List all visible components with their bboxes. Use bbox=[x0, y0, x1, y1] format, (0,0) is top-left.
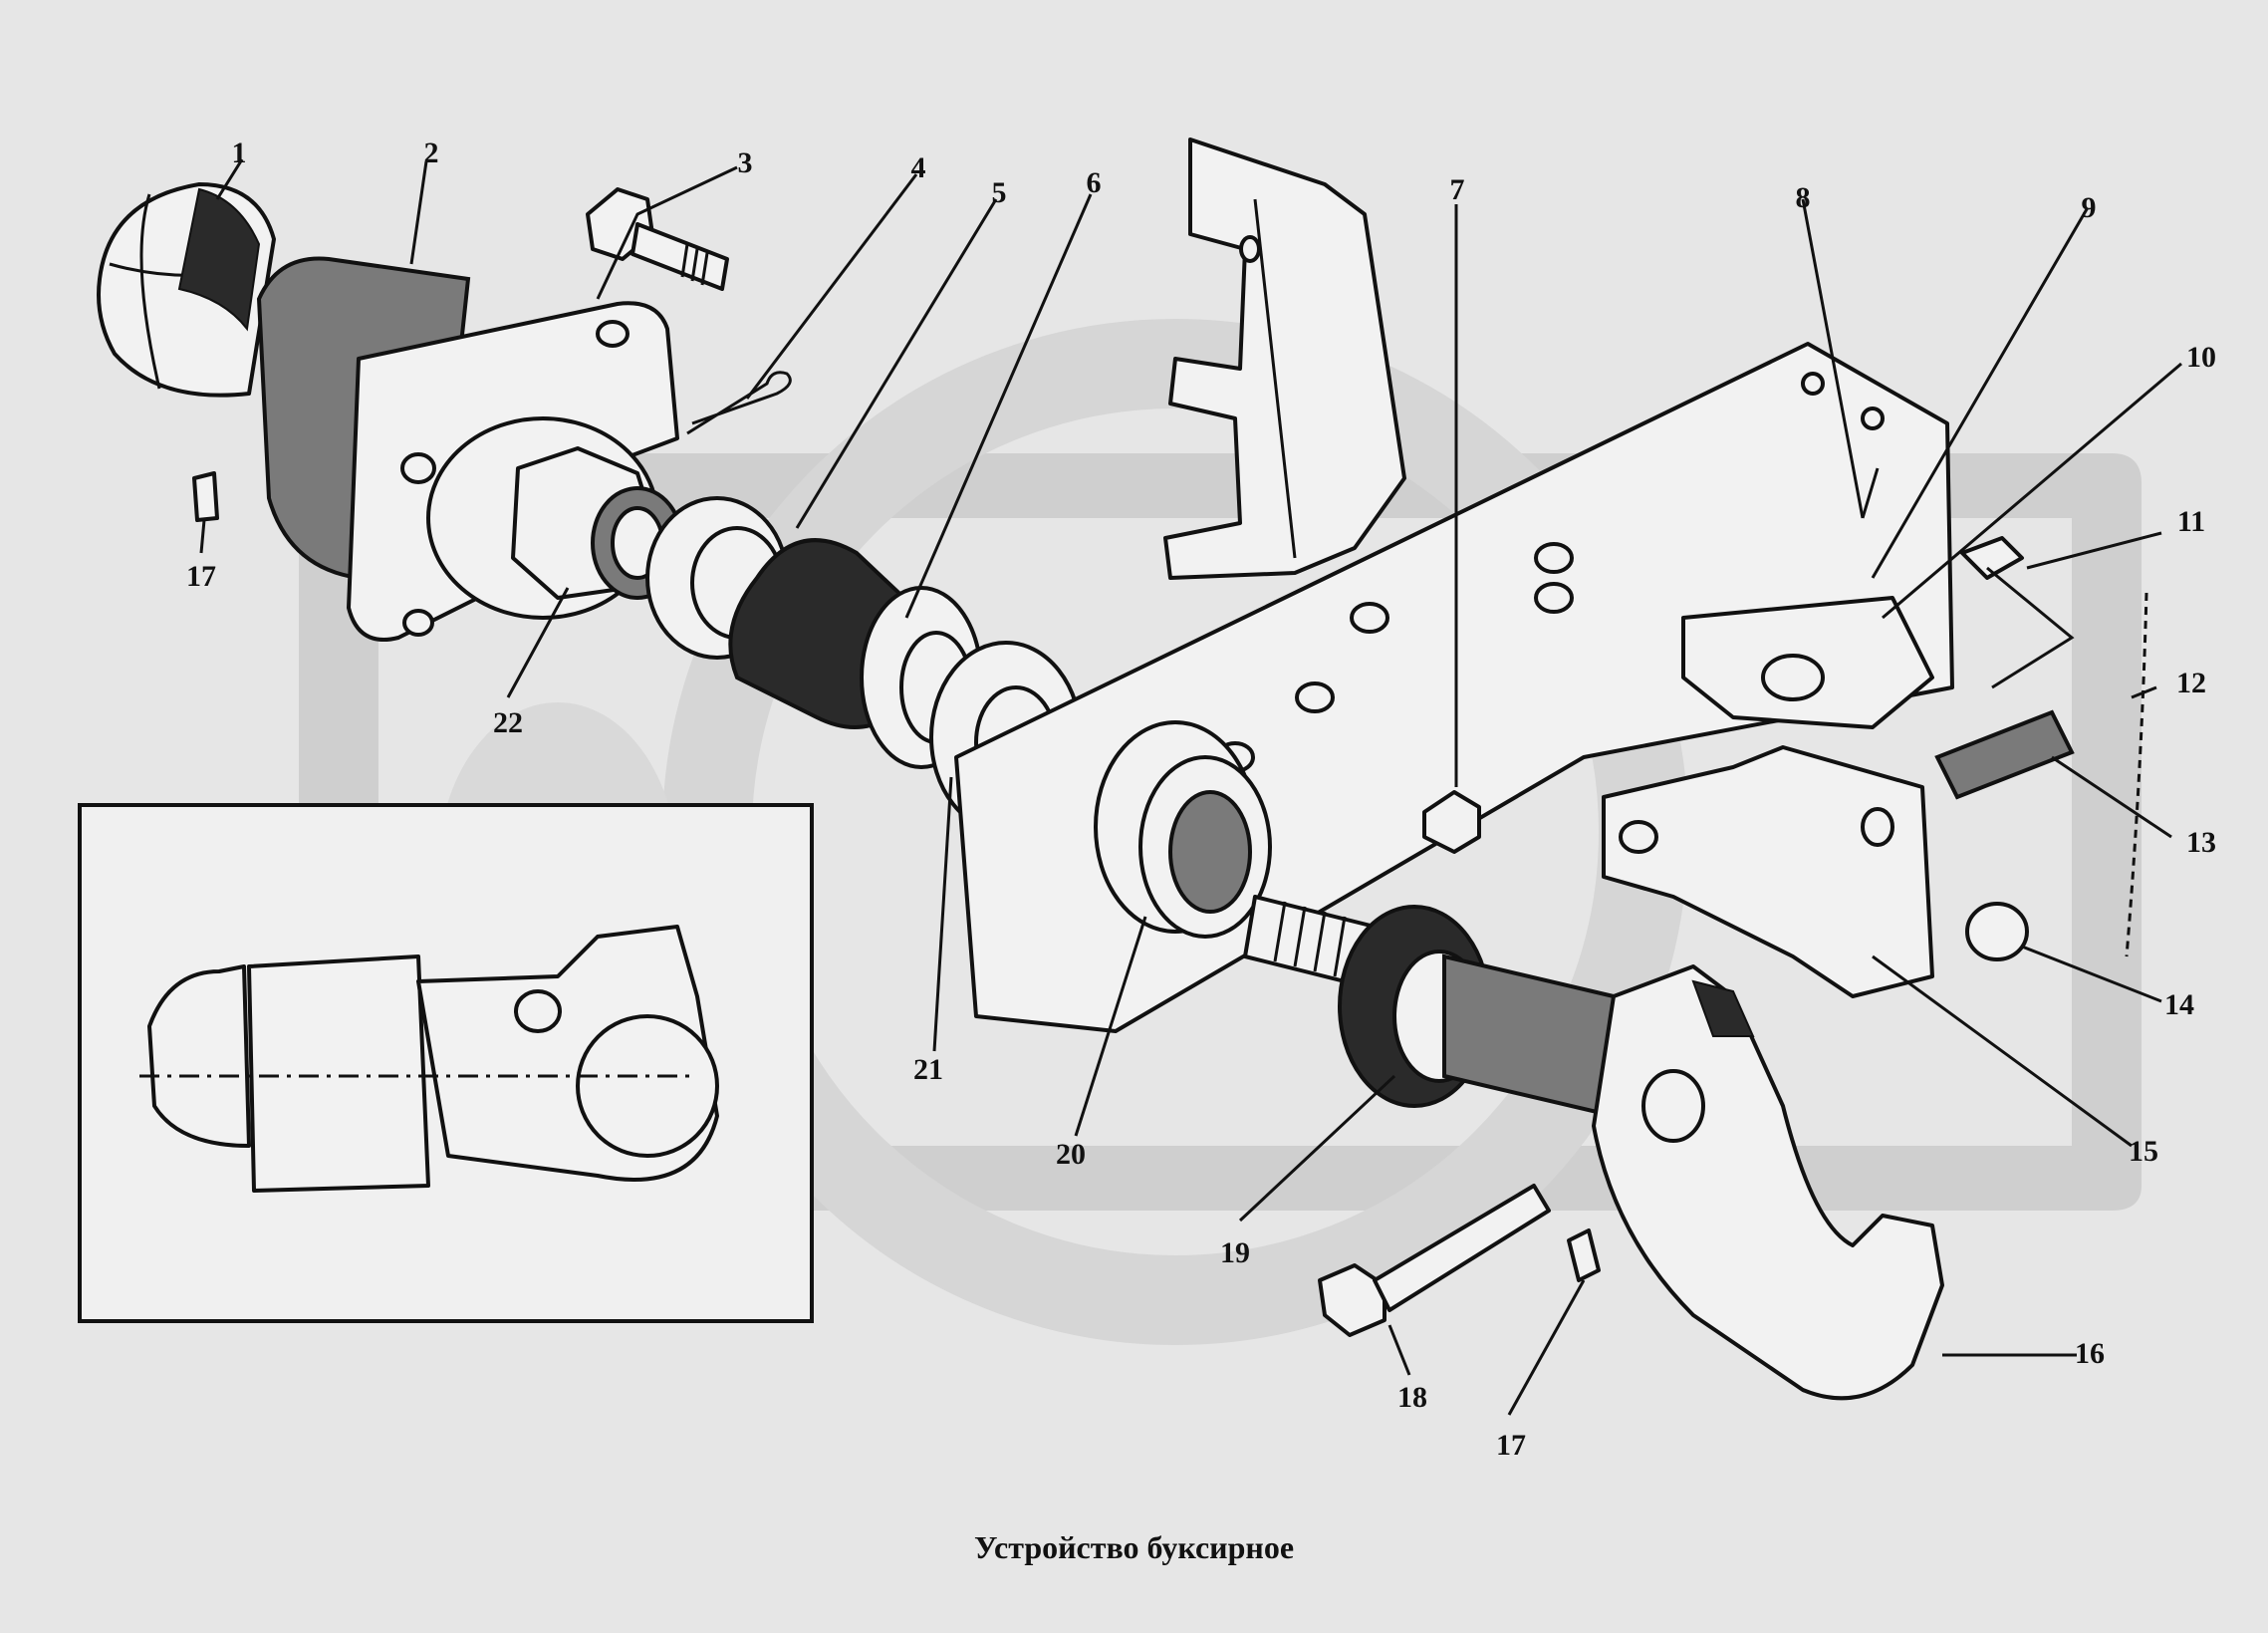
callout-3: 3 bbox=[738, 146, 753, 179]
callout-22: 22 bbox=[493, 706, 523, 739]
callout-18: 18 bbox=[1397, 1381, 1427, 1414]
callout-1: 1 bbox=[232, 136, 247, 169]
inset-assembled-view bbox=[78, 803, 814, 1323]
callout-19: 19 bbox=[1220, 1236, 1250, 1269]
figure-caption: Устройство буксирное bbox=[973, 1529, 1295, 1565]
part-spring-cup-20 bbox=[1094, 720, 1272, 939]
part-bolt-18 bbox=[1318, 1184, 1551, 1337]
part-frame-bracket bbox=[1163, 137, 1406, 580]
callout-8: 8 bbox=[1796, 181, 1811, 214]
callout-17-bottom: 17 bbox=[1496, 1429, 1526, 1462]
callout-16: 16 bbox=[2075, 1337, 2105, 1370]
callout-5: 5 bbox=[992, 176, 1007, 209]
part-nut-7 bbox=[1422, 790, 1481, 854]
callout-20: 20 bbox=[1056, 1138, 1086, 1171]
part-hook-shaft bbox=[1243, 895, 1616, 1119]
callout-9: 9 bbox=[2082, 191, 2097, 224]
callout-13: 13 bbox=[2186, 826, 2216, 859]
callout-17-left: 17 bbox=[186, 560, 216, 593]
callout-labels: 1 2 3 4 5 6 7 8 9 10 11 12 13 14 15 16 1… bbox=[186, 136, 2216, 1462]
part-cotter-pin-4 bbox=[686, 371, 792, 435]
callout-12: 12 bbox=[2176, 667, 2206, 699]
part-housing bbox=[256, 256, 679, 642]
part-latch bbox=[1681, 467, 1934, 729]
part-coupling-jaw bbox=[1602, 745, 1934, 998]
part-tow-hook bbox=[1592, 964, 1944, 1401]
callout-15: 15 bbox=[2129, 1135, 2158, 1168]
part-cap bbox=[97, 182, 276, 398]
leader-lines bbox=[199, 158, 2182, 1416]
callout-7: 7 bbox=[1450, 173, 1465, 206]
callout-6: 6 bbox=[1087, 166, 1102, 199]
callout-4: 4 bbox=[911, 151, 926, 184]
callout-2: 2 bbox=[424, 136, 439, 169]
callout-10: 10 bbox=[2186, 341, 2216, 374]
callout-11: 11 bbox=[2177, 505, 2205, 538]
callout-21: 21 bbox=[913, 1053, 943, 1086]
part-small-hardware bbox=[1934, 536, 2148, 961]
part-bolt-3 bbox=[586, 187, 729, 291]
part-grease-nipple bbox=[192, 471, 1601, 1282]
callout-14: 14 bbox=[2164, 988, 2194, 1021]
